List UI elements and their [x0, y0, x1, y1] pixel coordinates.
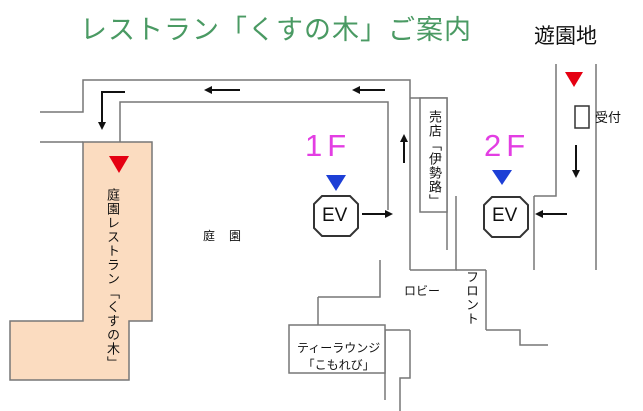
elevator-2f-label: EV [492, 205, 518, 226]
tea-lounge-label: ティーラウンジ 「こもれび」 [297, 340, 380, 375]
lobby-label: ロビー [404, 284, 441, 298]
floor-1f-label: 1F [305, 128, 352, 163]
lounge-box [288, 324, 386, 374]
ev1-marker [326, 175, 346, 191]
shop-label: 売店「伊勢路」 [426, 110, 441, 208]
ev2-octagon [483, 196, 529, 238]
corridor-walls [40, 64, 597, 411]
tea-lounge-line2: 「こもれび」 [302, 358, 375, 373]
tea-lounge-line1: ティーラウンジ [297, 341, 381, 355]
restaurant-label: 庭園レストラン「くすの木」 [104, 188, 119, 370]
restaurant-area [9, 141, 153, 381]
ev1-octagon [313, 195, 359, 237]
arrow-down-corner-icon [101, 91, 125, 124]
restaurant-marker [109, 156, 129, 173]
front-desk-label: フロント [463, 270, 478, 326]
reception-label: 受付 [595, 111, 622, 126]
arrowheads [98, 86, 580, 218]
ev2-marker [492, 170, 512, 185]
arrows [101, 89, 577, 215]
floor-2f-label: 2F [484, 128, 531, 163]
page-title: レストラン「くすの木」ご案内 [80, 15, 472, 46]
shop-box [419, 97, 448, 213]
entrance-marker [565, 72, 583, 87]
amusement-park-label: 遊園地 [534, 24, 597, 48]
garden-label: 庭園 [203, 229, 256, 243]
reception-box [574, 105, 590, 129]
elevator-1f-label: EV [322, 205, 348, 226]
